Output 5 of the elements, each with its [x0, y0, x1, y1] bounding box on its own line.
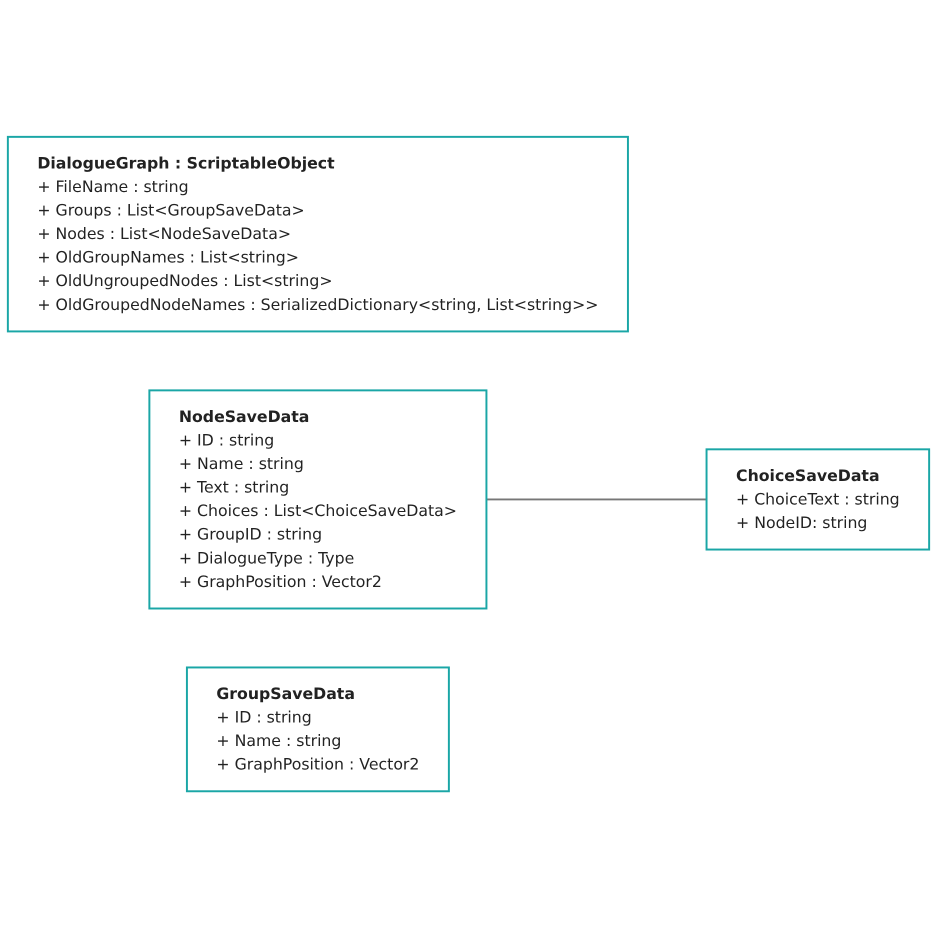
node-box: ChoiceSaveData + ChoiceText : string + NodeID: string — [706, 448, 930, 550]
node-box: NodeSaveData + ID : string + Name : string + Text : string + Choices : List<ChoiceSaveData> + GroupID : string + DialogueType : Type + GraphPosition : Vector2 — [148, 389, 488, 610]
node-box: DialogueGraph : ScriptableObject + FileName : string + Groups : List<GroupSaveData> + Nodes : List<NodeSaveData> + OldGroupNames : List<string> + OldUngroupedNodes : List<string> + OldGroupedNodeNames : SerializedDictionary<string, List<string>> — [6, 136, 629, 332]
node-box: GroupSaveData + ID : string + Name : string + GraphPosition : Vector2 — [186, 666, 450, 792]
connector — [486, 498, 707, 500]
